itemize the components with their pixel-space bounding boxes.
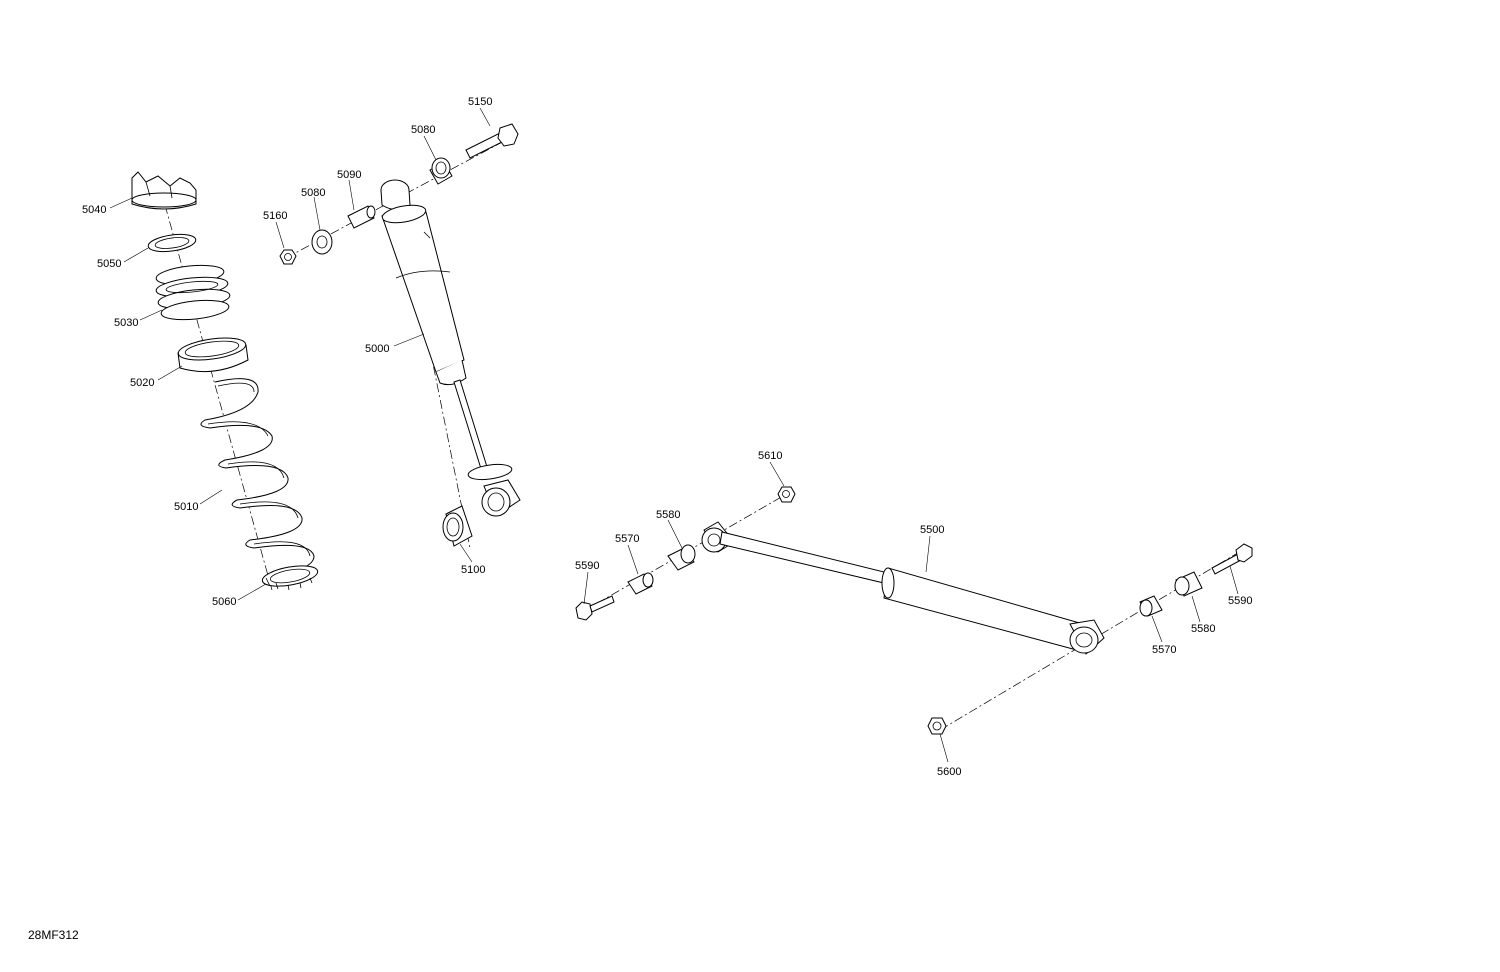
part-5160-nut [279, 249, 297, 265]
part-5030-upper-spring [155, 264, 231, 321]
label-5570-left: 5570 [615, 533, 639, 545]
part-5000-shock-body [380, 179, 521, 517]
label-5160: 5160 [263, 210, 287, 222]
label-5020: 5020 [130, 377, 154, 389]
part-5100-bushing [442, 505, 473, 547]
label-5000: 5000 [365, 343, 389, 355]
shock-absorber-assembly [279, 123, 521, 549]
label-5580-right: 5580 [1191, 623, 1215, 635]
part-5570-bushing-left [627, 572, 654, 595]
part-5570-bushing-right [1139, 595, 1163, 617]
leader-lines [109, 107, 1239, 763]
label-5590-left: 5590 [575, 560, 599, 572]
spring-assembly [131, 171, 319, 591]
part-5040-spring-retainer [131, 171, 197, 210]
label-5060: 5060 [212, 596, 236, 608]
label-5040: 5040 [82, 204, 106, 216]
label-5030: 5030 [114, 317, 138, 329]
label-5100: 5100 [461, 564, 485, 576]
part-5150-bolt [465, 123, 519, 159]
label-5010: 5010 [174, 501, 198, 513]
label-5570-right: 5570 [1152, 644, 1176, 656]
part-5590-bolt-left [575, 595, 615, 621]
part-5600-nut [927, 717, 947, 735]
label-5050: 5050 [97, 258, 121, 270]
part-5060-lower-seat [261, 565, 319, 591]
part-5080-bushing-upper [429, 157, 453, 185]
label-5590-right: 5590 [1228, 595, 1252, 607]
part-5580-spacer-left [667, 544, 696, 571]
part-5020-spring-ring [177, 337, 249, 373]
label-5150: 5150 [468, 96, 492, 108]
part-labels: 5040 5050 5030 5020 5010 5060 5160 5080 … [82, 96, 1252, 778]
label-5080-upper: 5080 [411, 124, 435, 136]
part-5050-washer [147, 233, 197, 253]
label-5610: 5610 [758, 450, 782, 462]
label-5600: 5600 [937, 766, 961, 778]
label-5580-left: 5580 [656, 509, 680, 521]
part-5080-bushing-lower [311, 229, 333, 255]
part-5590-bolt-right [1211, 543, 1253, 575]
part-5610-nut [777, 486, 796, 503]
label-5090: 5090 [337, 169, 361, 181]
part-5580-spacer-right [1174, 571, 1203, 597]
part-5090-spacer [347, 205, 376, 229]
part-5010-coil-spring [200, 378, 315, 577]
drawing-code: 28MF312 [28, 928, 79, 942]
label-5500: 5500 [920, 524, 944, 536]
damper-link-assembly [575, 486, 1253, 735]
part-5500-damper [701, 521, 1105, 655]
label-5080-lower: 5080 [301, 187, 325, 199]
